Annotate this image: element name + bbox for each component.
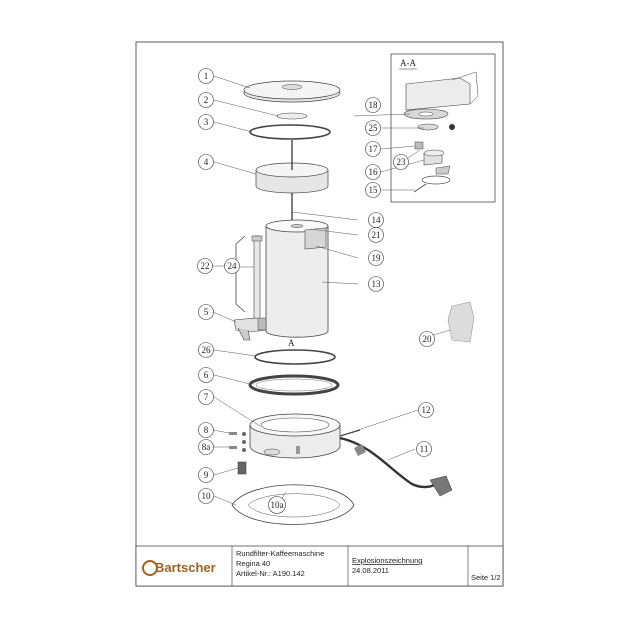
base-housing-drawing	[249, 413, 361, 459]
part-label-21: 21	[368, 227, 384, 243]
svg-text:13: 13	[372, 279, 382, 289]
part-label-8: 8	[198, 422, 214, 438]
part-label-16: 16	[365, 164, 381, 180]
drawing-date: 24.08.2011	[352, 566, 389, 575]
svg-text:16: 16	[369, 167, 379, 177]
svg-text:15: 15	[369, 185, 379, 195]
svg-text:25: 25	[369, 123, 379, 133]
part-label-20: 20	[419, 331, 435, 347]
switch-drawing	[237, 461, 247, 475]
svg-text:7: 7	[204, 392, 209, 402]
svg-text:1: 1	[204, 71, 209, 81]
svg-text:26: 26	[202, 345, 212, 355]
part-label-23: 23	[393, 154, 409, 170]
part-label-12: 12	[418, 402, 434, 418]
title-block: Bartscher Rundfilter-Kaffeemaschine Regi…	[135, 545, 504, 587]
svg-text:6: 6	[204, 370, 209, 380]
svg-text:22: 22	[201, 261, 210, 271]
boiler-body-drawing	[265, 219, 329, 338]
section-detail: A-A	[390, 53, 496, 203]
drawing-type: Explosionszeichnung	[352, 556, 422, 565]
svg-text:23: 23	[397, 157, 407, 167]
svg-text:10: 10	[202, 491, 212, 501]
gauge-tube-drawing	[235, 235, 263, 321]
article-number: Artikel-Nr.: A190.142	[236, 569, 305, 578]
base-plate-drawing	[231, 484, 355, 525]
svg-text:17: 17	[369, 144, 379, 154]
svg-text:24: 24	[228, 261, 238, 271]
part-label-15: 15	[365, 182, 381, 198]
svg-text:19: 19	[372, 253, 382, 263]
svg-text:21: 21	[372, 230, 381, 240]
filter-basket-drawing	[255, 140, 329, 222]
section-marker: A	[288, 338, 295, 348]
gasket-drawing	[254, 349, 336, 365]
part-label-22: 22	[197, 258, 213, 274]
page-number: Seite 1/2	[471, 573, 501, 582]
lid-drawing	[243, 80, 341, 103]
svg-text:Bartscher: Bartscher	[155, 560, 216, 575]
heating-ring-drawing	[248, 374, 340, 396]
tap-drawing	[233, 317, 267, 341]
part-label-14: 14	[368, 212, 384, 228]
part-label-9: 9	[198, 467, 214, 483]
section-detail-title: A-A	[400, 58, 416, 68]
svg-text:10a: 10a	[271, 500, 284, 510]
part-label-8a: 8a	[198, 439, 214, 455]
part-label-13: 13	[368, 276, 384, 292]
part-label-3: 3	[198, 114, 214, 130]
part-label-2: 2	[198, 92, 214, 108]
svg-text:8a: 8a	[202, 442, 211, 452]
brand-logo: Bartscher	[142, 560, 216, 576]
svg-text:5: 5	[204, 307, 209, 317]
svg-text:20: 20	[423, 334, 433, 344]
part-label-25: 25	[365, 120, 381, 136]
svg-text:8: 8	[204, 425, 209, 435]
screws-drawing	[229, 432, 246, 452]
loose-part-drawing	[447, 301, 475, 343]
svg-text:9: 9	[204, 470, 209, 480]
svg-text:11: 11	[420, 444, 429, 454]
product-model: Regina 40	[236, 559, 270, 568]
part-label-7: 7	[198, 389, 214, 405]
part-label-5: 5	[198, 304, 214, 320]
part-labels: 1 2 3 4 22 24 5 26 6 7 8 8a 9 10 10a 14 …	[197, 68, 435, 514]
part-label-18: 18	[365, 97, 381, 113]
svg-text:4: 4	[204, 157, 209, 167]
part-label-17: 17	[365, 141, 381, 157]
part-label-6: 6	[198, 367, 214, 383]
part-label-1: 1	[198, 68, 214, 84]
svg-text:12: 12	[422, 405, 431, 415]
sealing-ring-drawing	[249, 124, 331, 140]
power-cord-drawing	[339, 436, 453, 497]
part-label-4: 4	[198, 154, 214, 170]
part-drawings	[229, 80, 475, 525]
part-label-10a: 10a	[268, 496, 286, 514]
part-label-26: 26	[198, 342, 214, 358]
product-name: Rundfilter-Kaffeemaschine	[236, 549, 324, 558]
part-label-11: 11	[416, 441, 432, 457]
svg-text:18: 18	[369, 100, 379, 110]
part-label-24: 24	[224, 258, 240, 274]
svg-text:2: 2	[204, 95, 209, 105]
svg-text:3: 3	[204, 117, 209, 127]
svg-text:14: 14	[372, 215, 382, 225]
part-label-19: 19	[368, 250, 384, 266]
small-disc-drawing	[276, 112, 308, 120]
part-label-10: 10	[198, 488, 214, 504]
